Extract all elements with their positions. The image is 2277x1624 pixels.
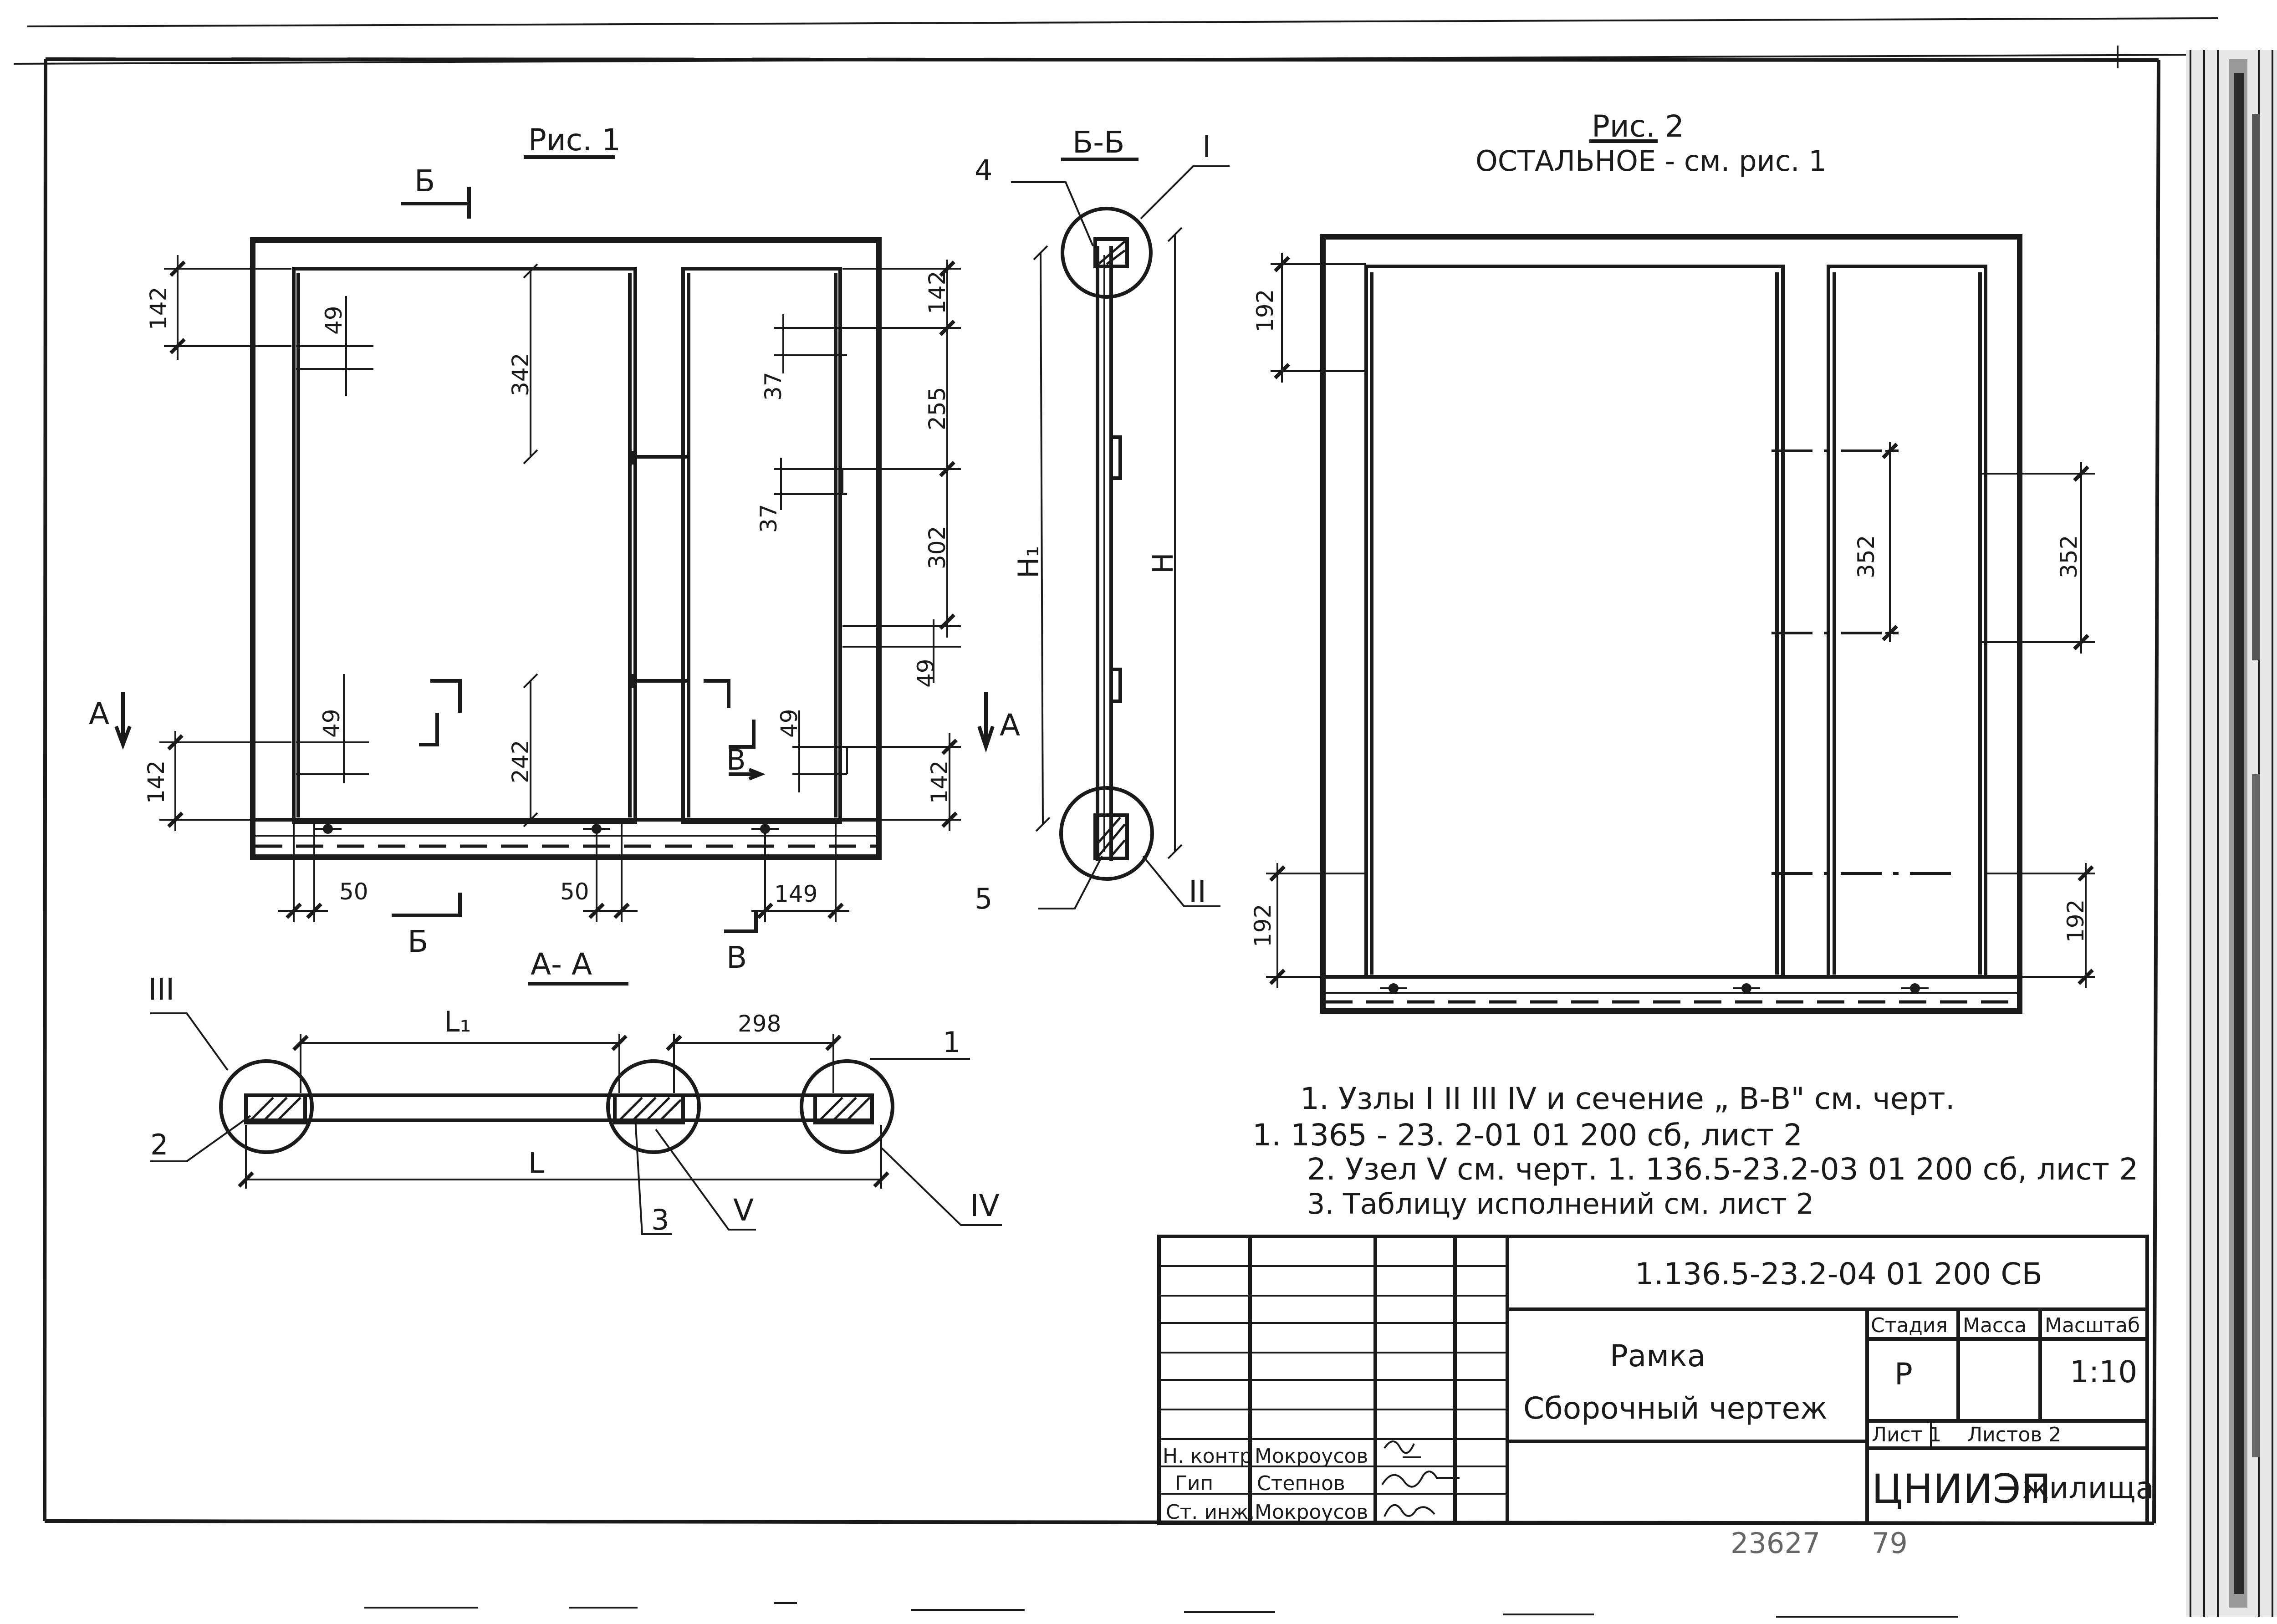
dim-right-49: 49 xyxy=(913,659,939,688)
node-IV-circle xyxy=(800,1059,894,1154)
title-name-line2: Сборочный чертеж xyxy=(1523,1391,1828,1426)
callout-5: 5 xyxy=(975,882,992,915)
fig1-title: Рис. 1 xyxy=(528,123,621,158)
dim-left-top-49: 49 xyxy=(321,306,347,335)
node-V-circle xyxy=(606,1059,701,1154)
stage-header: Стадия xyxy=(1871,1314,1948,1337)
section-a-right-label: А xyxy=(1000,708,1020,743)
role-1: Н. контр xyxy=(1163,1445,1252,1468)
fig2-subtitle: ОСТАЛЬНОЕ - см. рис. 1 xyxy=(1475,144,1827,178)
dim-right-142-top: 142 xyxy=(924,271,950,314)
dim-right-37-a: 37 xyxy=(760,372,786,401)
node-V-label: V xyxy=(733,1193,754,1228)
note-line-2: 2. Узел V см. черт. 1. 136.5-23.2-03 01 … xyxy=(1307,1152,2138,1187)
dim-fig2-left-top-192: 192 xyxy=(1252,289,1278,332)
role-1-name: Мокроусов xyxy=(1255,1445,1368,1468)
callout-4: 4 xyxy=(975,153,992,187)
dim-center-242: 242 xyxy=(507,740,534,783)
mass-header: Масса xyxy=(1963,1314,2027,1337)
node-I-label: I xyxy=(1202,129,1211,164)
fig2-left-opening xyxy=(1364,265,1785,979)
section-b-bottom-label: Б xyxy=(408,924,428,959)
callout-1: 1 xyxy=(943,1026,960,1059)
dim-right-bottom-49: 49 xyxy=(776,709,802,738)
fig1-right-opening xyxy=(681,267,842,824)
fig2-right-opening xyxy=(1827,265,1987,979)
node-III-circle xyxy=(219,1059,314,1154)
fig1-left-opening xyxy=(292,267,637,824)
dim-right-302: 302 xyxy=(924,526,950,569)
section-b-top-label: Б xyxy=(414,163,435,199)
dim-center-342: 342 xyxy=(507,353,534,396)
node-III-label: III xyxy=(148,972,174,1007)
section-bb-title: Б-Б xyxy=(1072,125,1124,160)
node-IV-label: IV xyxy=(970,1188,1000,1223)
dim-right-255: 255 xyxy=(924,387,950,430)
dim-bottom-50-center: 50 xyxy=(560,878,589,905)
dim-right-bottom-142: 142 xyxy=(926,761,953,804)
page-number: 79 xyxy=(1872,1527,1908,1560)
dim-fig2-center-352: 352 xyxy=(1853,535,1879,578)
title-block: 1.136.5-23.2-04 01 200 СБ Рамка Сборочны… xyxy=(1157,1235,2154,1525)
l-label: L xyxy=(528,1146,544,1180)
note-line-1: 1. Узлы I II III IV и сечение „ В-В" см.… xyxy=(1300,1081,1955,1116)
role-row: Н. контр Мокроусов xyxy=(1163,1445,1368,1468)
section-aa-title: А- А xyxy=(531,947,592,982)
doc-code: 1.136.5-23.2-04 01 200 СБ xyxy=(1635,1256,2042,1292)
dim-left-bottom-142: 142 xyxy=(143,761,169,804)
fig1-outer-frame xyxy=(250,237,882,860)
node-II-circle xyxy=(1059,786,1154,881)
section-bb: Б-Б 4 I 5 II H₁ H xyxy=(975,125,1230,915)
h1-label: H₁ xyxy=(1012,546,1045,578)
role-2: Гип xyxy=(1175,1472,1213,1495)
footer: 23627 79 xyxy=(1731,1527,1908,1560)
role-3-name: Мокроусов xyxy=(1255,1501,1368,1524)
scan-binding-strip xyxy=(2186,50,2277,1617)
fig2-outer-frame xyxy=(1320,234,2022,1014)
dim-bottom-149: 149 xyxy=(774,881,817,907)
stage-value: Р xyxy=(1894,1357,1913,1392)
role-row: Гип Степнов xyxy=(1175,1472,1345,1495)
org-logo: ЦНИИЭП xyxy=(1872,1466,2051,1512)
sheet-border xyxy=(13,17,2223,1618)
section-v-mid-label: В xyxy=(726,743,746,776)
dim-right-37-b: 37 xyxy=(756,504,782,533)
dim-fig2-right-bottom-192: 192 xyxy=(2063,899,2089,943)
section-a-left-label: А xyxy=(89,696,109,731)
figure-2: Рис. 2 ОСТАЛЬНОЕ - см. рис. 1 192 352 35… xyxy=(1250,109,2095,1014)
fig2-title: Рис. 2 xyxy=(1592,109,1684,144)
title-name-line1: Рамка xyxy=(1610,1338,1705,1374)
handwritten-signatures xyxy=(1381,1440,1460,1517)
role-2-name: Степнов xyxy=(1257,1472,1345,1495)
dim-fig2-left-bottom-192: 192 xyxy=(1250,904,1276,947)
role-3: Ст. инж. xyxy=(1166,1501,1255,1524)
dim-fig2-right-352: 352 xyxy=(2056,535,2082,578)
l1-label: L₁ xyxy=(444,1005,471,1038)
scale-header: Масштаб xyxy=(2045,1314,2140,1337)
node-I-circle xyxy=(1061,207,1153,299)
dim-298: 298 xyxy=(738,1011,781,1037)
note-line-3: 3. Таблицу исполнений см. лист 2 xyxy=(1307,1187,1814,1221)
scale-value: 1:10 xyxy=(2070,1354,2137,1389)
inventory-number: 23627 xyxy=(1731,1527,1820,1560)
section-aa: А- А L₁ 298 L III 1 2 3 V IV xyxy=(148,947,1002,1236)
sheets-label: Листов 2 xyxy=(1967,1423,2061,1446)
sheet-label: Лист 1 xyxy=(1872,1423,1941,1446)
node-II-label: II xyxy=(1189,874,1206,909)
dim-bottom-50-left: 50 xyxy=(339,878,368,905)
dim-left-top-142: 142 xyxy=(145,287,172,330)
section-v-bottom-label: В xyxy=(726,940,747,975)
callout-3: 3 xyxy=(651,1203,669,1236)
figure-1: Рис. 1 Б Б А А В В xyxy=(89,123,1020,975)
dim-left-bottom-49: 49 xyxy=(318,709,345,738)
role-row: Ст. инж. Мокроусов xyxy=(1166,1501,1368,1524)
h-label: H xyxy=(1146,552,1179,574)
notes: 1. Узлы I II III IV и сечение „ В-В" см.… xyxy=(1252,1081,2138,1221)
callout-2: 2 xyxy=(150,1128,168,1161)
note-line-1b: 1. 1365 - 23. 2-01 01 200 сб, лист 2 xyxy=(1252,1118,1802,1153)
org-name: жилища xyxy=(2022,1471,2154,1506)
